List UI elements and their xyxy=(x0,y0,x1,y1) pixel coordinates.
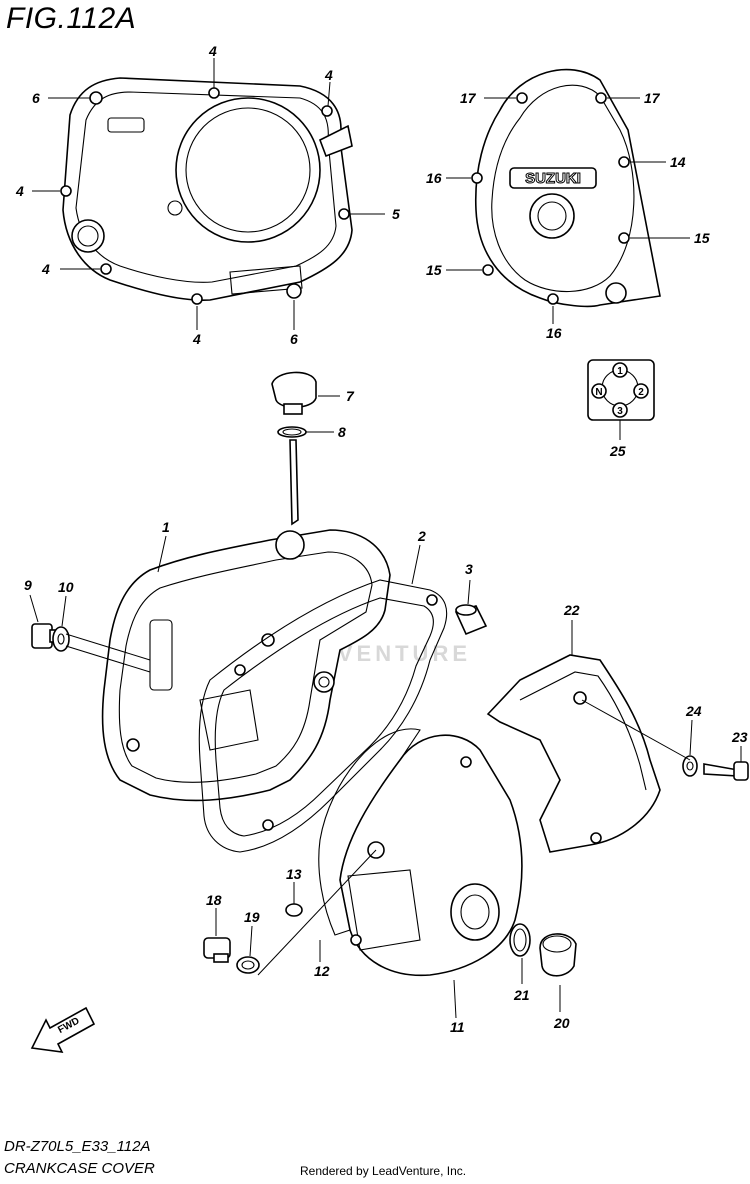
callout-1: 1 xyxy=(162,519,170,535)
dowel-pin-drawing xyxy=(454,604,488,636)
callout-numbers: 6 4 4 4 5 4 4 6 17 17 14 16 15 15 16 25 … xyxy=(15,43,748,1035)
leader-lines xyxy=(29,58,742,1019)
crankcase-cover-drawing xyxy=(101,529,391,802)
gear-switch-drawing: 1 2 3 N xyxy=(587,359,655,421)
render-credit: Rendered by LeadVenture, Inc. xyxy=(300,1164,467,1178)
callout-6: 6 xyxy=(290,331,298,347)
fwd-arrow: FWD xyxy=(30,1006,96,1053)
callout-21: 21 xyxy=(513,987,530,1003)
callout-6: 6 xyxy=(32,90,40,106)
callout-13: 13 xyxy=(286,866,302,882)
callout-14: 14 xyxy=(670,154,686,170)
callout-17: 17 xyxy=(644,90,661,106)
callout-15: 15 xyxy=(694,230,710,246)
switch-pos-1: 1 xyxy=(617,366,623,377)
callout-12: 12 xyxy=(314,963,330,979)
switch-pos-2: 2 xyxy=(638,387,644,398)
callout-23: 23 xyxy=(731,729,748,745)
callout-4: 4 xyxy=(208,43,217,59)
sprocket-cover-drawing xyxy=(486,654,749,853)
magneto-cover-lower-drawing xyxy=(339,734,523,977)
callout-4: 4 xyxy=(15,183,24,199)
switch-pos-3: 3 xyxy=(617,406,623,417)
callout-9: 9 xyxy=(24,577,32,593)
callout-8: 8 xyxy=(338,424,346,440)
callout-4: 4 xyxy=(324,67,333,83)
callout-15: 15 xyxy=(426,262,442,278)
callout-25: 25 xyxy=(609,443,626,459)
suzuki-logo: SUZUKI xyxy=(525,170,581,187)
model-code: DR-Z70L5_E33_112A xyxy=(4,1138,151,1155)
small-parts-drawing xyxy=(203,903,577,977)
callout-20: 20 xyxy=(553,1015,570,1031)
callout-16: 16 xyxy=(546,325,562,341)
callout-16: 16 xyxy=(426,170,442,186)
switch-pos-n: N xyxy=(595,387,602,398)
gasket-drawing xyxy=(198,579,448,853)
oil-filler-cap-drawing xyxy=(271,371,317,526)
cover-gasket-lower-drawing xyxy=(318,728,421,936)
callout-4: 4 xyxy=(192,331,201,347)
callout-22: 22 xyxy=(563,602,580,618)
callout-11: 11 xyxy=(450,1019,465,1035)
callout-2: 2 xyxy=(417,528,426,544)
callout-7: 7 xyxy=(346,388,355,404)
section-name: CRANKCASE COVER xyxy=(4,1160,155,1177)
callout-5: 5 xyxy=(392,206,400,222)
drain-bolt-drawing xyxy=(31,623,151,673)
figure-title: FIG.112A xyxy=(6,2,137,35)
callout-19: 19 xyxy=(244,909,260,925)
callout-10: 10 xyxy=(58,579,74,595)
callout-17: 17 xyxy=(460,90,477,106)
callout-18: 18 xyxy=(206,892,222,908)
clutch-cover-drawing xyxy=(60,77,353,305)
callout-3: 3 xyxy=(465,561,473,577)
magneto-cover-drawing: SUZUKI xyxy=(471,68,661,308)
callout-4: 4 xyxy=(41,261,50,277)
callout-24: 24 xyxy=(685,703,702,719)
